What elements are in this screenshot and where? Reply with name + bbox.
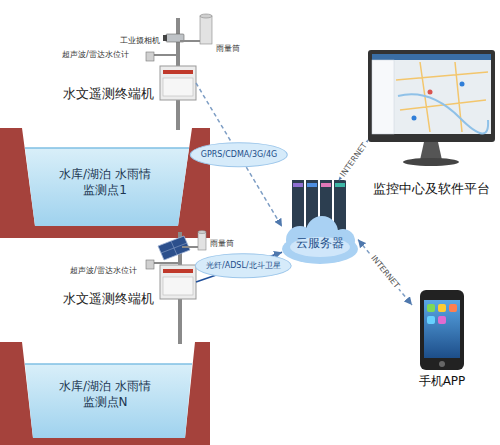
reservoir-ground — [25, 148, 189, 226]
monitor-screen — [372, 54, 491, 60]
telemetry-terminal: 水文遥测终端机 — [160, 66, 196, 100]
cloud-shape — [282, 216, 358, 264]
station-pole — [198, 231, 206, 234]
cloud-shape — [282, 234, 358, 264]
reservoir-station: 水库/湖泊 水雨情监测点1 — [35, 152, 175, 214]
station-pole — [198, 232, 206, 250]
part-label: 雨量筒 — [210, 239, 234, 249]
node-label: 云服务器 — [282, 236, 358, 252]
mobile-phone — [449, 304, 457, 312]
mobile-phone — [438, 316, 446, 324]
reservoir-ground — [25, 147, 189, 149]
monitor-screen — [368, 50, 495, 142]
monitor-screen — [420, 142, 442, 160]
edge-label: INTERNET — [337, 139, 370, 180]
node-label: 监控中心及软件平台 — [368, 181, 495, 198]
mobile-phone — [424, 300, 460, 358]
terminal-cabinet — [163, 269, 193, 273]
monitor-screen — [398, 94, 488, 133]
station-pole — [146, 52, 154, 61]
reservoir-station: 水库/湖泊 水雨情监测点N — [35, 366, 175, 424]
mobile-phone — [438, 304, 446, 312]
terminal-cabinet — [160, 265, 196, 299]
node-label: 水库/湖泊 水雨情监测点N — [55, 379, 155, 410]
reservoir-ground — [0, 342, 210, 445]
terminal-cabinet — [163, 78, 193, 96]
part-label: 雨量筒 — [216, 44, 240, 54]
mobile-phone — [427, 316, 435, 324]
mobile-phone — [427, 304, 435, 312]
mobile-app: 手机APP — [412, 290, 472, 390]
monitor-screen — [403, 158, 459, 166]
cloud-server: 云服务器 — [282, 180, 358, 265]
part-label: 超声波/雷达水位计 — [62, 50, 129, 60]
part-label: 工业摄相机 — [120, 36, 160, 46]
server-rack — [335, 183, 345, 187]
server-rack — [292, 180, 304, 230]
part-label: 超声波/雷达水位计 — [70, 266, 137, 276]
node-label: 水库/湖泊 水雨情监测点1 — [55, 167, 155, 198]
node-label: 手机APP — [412, 374, 472, 390]
reservoir-ground — [0, 128, 210, 238]
network-bubble: 光纤/ADSL/北斗卫星 — [195, 253, 292, 279]
reservoir-ground — [25, 364, 192, 438]
network-bubble: GPRS/CDMA/3G/4G — [190, 142, 288, 168]
station-pole — [146, 260, 154, 269]
edge-label: INTERNET — [367, 252, 402, 292]
mobile-phone — [420, 290, 464, 370]
telemetry-terminal: 水文遥测终端机 — [160, 265, 196, 299]
server-rack — [307, 183, 317, 187]
terminal-cabinet — [160, 66, 196, 100]
monitor-screen — [372, 54, 491, 134]
monitor-screen — [396, 62, 488, 132]
reservoir-ground — [0, 128, 210, 238]
terminal-cabinet — [163, 70, 193, 74]
monitor-center: 监控中心及软件平台 — [368, 50, 495, 200]
reservoir-ground — [0, 342, 210, 445]
terminal-cabinet — [160, 66, 196, 100]
server-rack — [334, 180, 346, 230]
monitor-screen — [428, 90, 433, 95]
connector — [358, 240, 412, 306]
node-label: 水文遥测终端机 — [63, 291, 154, 308]
station-pole — [182, 246, 200, 248]
mobile-phone — [439, 361, 445, 367]
station-pole — [200, 14, 212, 18]
mobile-phone — [420, 290, 464, 370]
station-pole — [146, 14, 212, 130]
terminal-cabinet — [163, 277, 193, 295]
server-rack — [321, 183, 331, 187]
station-pole — [163, 35, 167, 41]
monitor-screen — [412, 116, 417, 121]
monitor-screen — [368, 50, 495, 166]
terminal-cabinet — [160, 265, 196, 299]
station-pole — [146, 231, 206, 345]
monitor-screen — [372, 60, 394, 134]
monitor-screen — [460, 82, 465, 87]
server-rack — [293, 183, 303, 187]
reservoir-ground — [25, 363, 192, 365]
station-pole — [200, 16, 212, 44]
node-label: 水文遥测终端机 — [63, 86, 154, 103]
station-pole — [180, 40, 202, 42]
